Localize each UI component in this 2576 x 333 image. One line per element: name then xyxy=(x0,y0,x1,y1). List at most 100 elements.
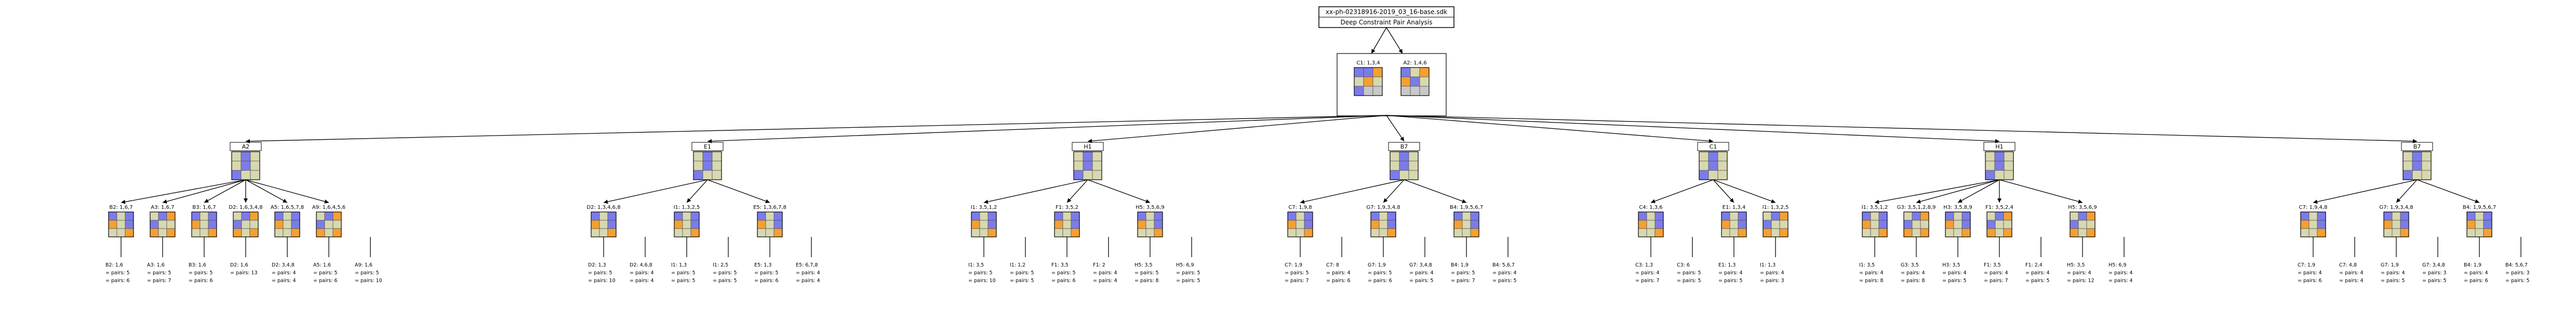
level2-label: I1: 3,5,1,2 xyxy=(971,205,997,210)
grid-cell xyxy=(1092,151,1102,162)
grid-cell xyxy=(158,211,167,221)
note-text: = pairs: 5 xyxy=(1492,278,1517,284)
grid-cell xyxy=(690,211,700,221)
grid-cell xyxy=(1083,161,1093,171)
note-text: D2: 1,3 xyxy=(588,262,606,268)
grid-cell xyxy=(241,228,250,237)
note-text: H5: 6,9 xyxy=(1176,262,1194,268)
grid-cell xyxy=(1771,220,1780,229)
note-text: = pairs: 10 xyxy=(588,278,616,284)
grid-cell xyxy=(607,228,617,237)
level1-mini-grid xyxy=(1073,151,1102,180)
grid-cell xyxy=(1779,211,1788,221)
grid-cell xyxy=(2086,228,2095,237)
grid-cell xyxy=(1354,76,1364,87)
level2-mini-grid xyxy=(1638,211,1664,237)
note-text: = pairs: 5 xyxy=(1176,270,1200,276)
grid-cell xyxy=(2403,170,2413,180)
edge-arrowhead xyxy=(1771,199,1776,204)
level1-label: B7 xyxy=(1400,143,1408,150)
grid-cell xyxy=(1287,220,1297,229)
grid-cell xyxy=(1287,211,1297,221)
note-text: = pairs: 5 xyxy=(355,270,379,276)
grid-cell xyxy=(2412,170,2422,180)
note-text: = pairs: 4 xyxy=(1492,270,1517,276)
grid-cell xyxy=(332,211,342,221)
grid-cell xyxy=(1296,211,1305,221)
grid-cell xyxy=(1387,228,1396,237)
note-text: B3: 1,6 xyxy=(189,262,206,268)
grid-cell xyxy=(599,211,608,221)
grid-cell xyxy=(125,211,134,221)
level2-mini-grid xyxy=(1763,211,1788,237)
note-text: B4: 1,9 xyxy=(1451,262,1469,268)
grid-cell xyxy=(1387,211,1396,221)
grid-cell xyxy=(1145,228,1155,237)
grid-cell xyxy=(241,161,251,171)
grid-cell xyxy=(971,228,980,237)
level2-edge xyxy=(686,179,708,203)
level1-edge xyxy=(245,115,1387,142)
edge-arrowhead xyxy=(246,139,250,143)
level2-edge xyxy=(1404,179,1467,203)
level1-edge xyxy=(1386,115,1405,142)
note-text: = pairs: 4 xyxy=(272,270,296,276)
level2-edge xyxy=(2396,179,2418,203)
header-subtitle: Deep Constraint Pair Analysis xyxy=(1340,19,1432,26)
note-text: F1: 3,5 xyxy=(1051,262,1069,268)
grid-cell xyxy=(108,211,117,221)
grid-cell xyxy=(1145,220,1155,229)
note-text: I1: 1,3 xyxy=(671,262,687,268)
grid-cell xyxy=(773,228,783,237)
grid-cell xyxy=(250,170,260,180)
grid-cell xyxy=(125,220,134,229)
level1-edge xyxy=(1087,115,1387,142)
grid-cell xyxy=(2466,220,2476,229)
grid-cell xyxy=(682,220,691,229)
level2-label: B4: 1,9,5,6,7 xyxy=(1450,205,1483,210)
grid-cell xyxy=(1995,220,2004,229)
edge-arrowhead xyxy=(283,198,287,203)
grid-cell xyxy=(702,170,713,180)
note-text: C3: 1,3 xyxy=(1635,262,1653,268)
level2-mini-grid xyxy=(1721,211,1747,237)
grid-cell xyxy=(1408,161,1419,171)
grid-cell xyxy=(1410,76,1420,87)
grid-cell xyxy=(1154,228,1163,237)
note-text: = pairs: 5 xyxy=(2422,278,2447,284)
note-text: = pairs: 4 xyxy=(1093,278,1117,284)
edge-arrowhead xyxy=(2475,199,2479,204)
grid-cell xyxy=(1717,170,1728,180)
note-text: B2: 1,6 xyxy=(105,262,123,268)
grid-cell xyxy=(2383,211,2393,221)
grid-cell xyxy=(1390,161,1400,171)
grid-border xyxy=(1073,151,1102,180)
grid-cell xyxy=(1083,170,1093,180)
level1-edge xyxy=(707,115,1387,142)
note-text: I1: 3,5 xyxy=(968,262,984,268)
grid-cell xyxy=(1354,67,1364,77)
grid-cell xyxy=(1453,228,1463,237)
grid-cell xyxy=(1862,211,1871,221)
grid-cell xyxy=(125,228,134,237)
level2-label: A9: 1,6,4,5,6 xyxy=(312,205,345,210)
note-text: A5: 1,6 xyxy=(313,262,331,268)
note-text: H5: 3,5 xyxy=(1134,262,1153,268)
grid-cell xyxy=(979,228,989,237)
level2-label: B2: 1,6,7 xyxy=(109,205,132,210)
grid-cell xyxy=(599,220,608,229)
grid-cell xyxy=(1945,220,1954,229)
level1-mini-grid xyxy=(1390,151,1419,180)
note-text: B4: 1,9 xyxy=(2464,262,2481,268)
note-text: = pairs: 4 xyxy=(2067,270,2091,276)
note-text: = pairs: 5 xyxy=(1010,270,1034,276)
level2-mini-grid xyxy=(191,211,217,237)
grid-cell xyxy=(291,220,300,229)
level1-label-box xyxy=(1072,142,1104,151)
level2-mini-grid xyxy=(1986,211,2012,237)
level2-label: H5: 3,5,6,9 xyxy=(1136,205,1164,210)
edge-arrowhead xyxy=(687,198,691,203)
note-text: = pairs: 5 xyxy=(671,278,696,284)
note-text: = pairs: 5 xyxy=(968,270,993,276)
